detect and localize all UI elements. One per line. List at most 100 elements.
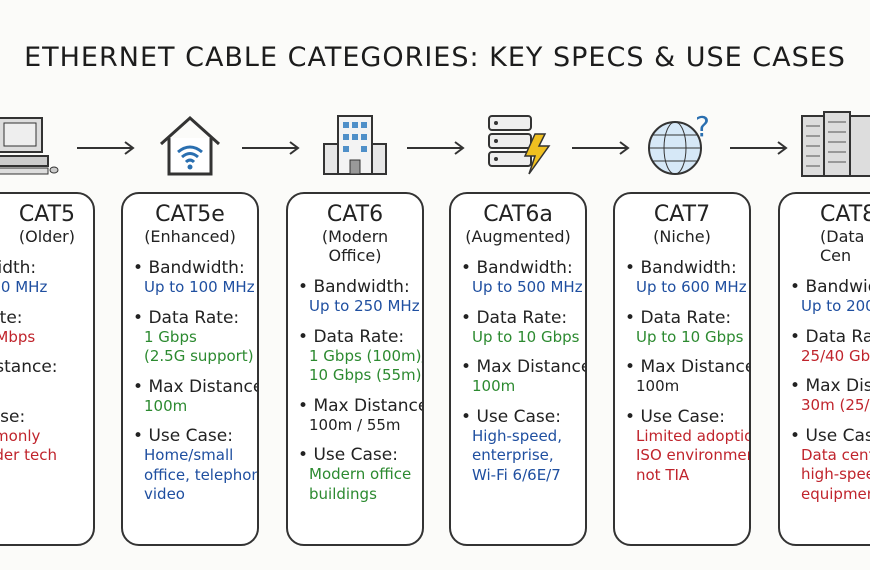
spec-item: x Distance:m (0, 357, 93, 397)
spec-value: 1 Gbps (100m)/ (309, 346, 424, 365)
spec-label: x Distance: (0, 357, 58, 377)
spec-item: Bandwidth:Up to 500 MHz (461, 258, 585, 298)
spec-value: 25/40 Gbp (801, 346, 870, 365)
spec-value: high-spee (801, 465, 870, 483)
spec-item: Bandwidth:Up to 100 MHz (133, 258, 257, 298)
spec-item: Bandwidth:Up to 600 MHz (625, 258, 749, 298)
spec-item: e Case:commonlyd, older tech (0, 407, 93, 466)
spec-value: Wi-Fi 6/6E/7 (472, 465, 561, 484)
card-cat6: CAT6(Modern Office)Bandwidth:Up to 250 M… (286, 192, 424, 546)
spec-item: Max Distance:100m (133, 377, 257, 417)
spec-label: Bandwidth: (298, 277, 422, 297)
spec-value: office, telephony, (144, 465, 257, 484)
spec-value: to 100 MHz (0, 278, 48, 296)
spec-label: Bandwidth: (461, 258, 585, 278)
spec-item: BandwidtUp to 200 (790, 277, 870, 317)
arrow-right-icon (242, 141, 300, 155)
spec-value: equipment (801, 484, 870, 503)
spec-value: ISO environments, (636, 446, 749, 464)
spec-item: Use Case:High-speed,enterprise,Wi-Fi 6/6… (461, 407, 585, 486)
card-title: CAT6a (483, 202, 553, 227)
spec-value: 100m (636, 377, 680, 395)
spec-value: Up to 100 MHz (144, 278, 255, 296)
spec-value: Up to 10 Gbps (636, 327, 744, 346)
card-subtitle: (Augmented) (465, 227, 571, 246)
card-subtitle: (Enhanced) (144, 227, 236, 246)
spec-value: 1 Gbps (144, 327, 197, 346)
page-title: ETHERNET CABLE CATEGORIES: KEY SPECS & U… (24, 42, 846, 73)
spec-value: 100m / 55m (309, 415, 401, 434)
spec-label: Bandwidt (790, 277, 870, 297)
card-title: CAT8 (820, 202, 870, 227)
spec-item: a Rate:100 Mbps (0, 308, 93, 348)
spec-label: Use Case (790, 426, 870, 446)
card-title: CAT5 (18, 202, 75, 227)
spec-label: Use Case: (133, 426, 257, 446)
card-subtitle: (Data Cen (820, 227, 865, 265)
desktop-computer-icon (0, 117, 59, 175)
spec-label: Data Rate: (133, 308, 257, 328)
spec-label: Data Rat (790, 327, 870, 347)
spec-label: ndwidth: (0, 258, 37, 278)
spec-label: Max Distance: (625, 357, 749, 377)
spec-value: Modern office (309, 465, 412, 483)
spec-value: 10 Gbps (55m) (309, 366, 422, 384)
spec-value: 30m (25/ (801, 396, 870, 414)
card-cat8: CAT8(Data CenBandwidtUp to 200Data Rat25… (778, 192, 870, 546)
spec-label: Data Rate: (625, 308, 749, 328)
spec-item: ndwidth:to 100 MHz (0, 258, 93, 298)
card-cat5e: CAT5e(Enhanced)Bandwidth:Up to 100 MHzDa… (121, 192, 259, 546)
spec-value: Limited adoption, (636, 426, 749, 445)
arrow-right-icon (730, 141, 788, 155)
card-title: CAT7 (653, 202, 711, 227)
spec-item: Data Rate:1 Gbps (100m)/10 Gbps (55m) (298, 327, 422, 386)
arrow-right-icon (572, 141, 630, 155)
spec-value: 100 Mbps (0, 327, 36, 346)
spec-value: 100m (472, 377, 516, 395)
home-wifi-icon (159, 115, 221, 176)
spec-value: High-speed, (472, 426, 562, 445)
spec-value: m (0, 377, 93, 397)
spec-item: Max Distance:100m (625, 357, 749, 397)
spec-item: Max Distance:100m / 55m (298, 396, 422, 436)
spec-value: 100m (144, 396, 188, 415)
arrow-right-icon (407, 141, 465, 155)
spec-value: buildings (309, 484, 377, 503)
spec-label: e Case: (0, 406, 26, 427)
spec-label: Max Distance: (298, 396, 422, 416)
spec-item: Use Case:Limited adoption,ISO environmen… (625, 407, 749, 486)
spec-label: Max Distance: (133, 377, 257, 397)
spec-value: Up to 600 MHz (636, 278, 747, 296)
spec-value: Up to 250 MHz (309, 297, 420, 315)
arrow-right-icon (77, 141, 135, 155)
spec-label: Bandwidth: (133, 258, 257, 278)
spec-label: Use Case: (625, 407, 749, 427)
server-lightning-icon (488, 115, 551, 175)
server-rack-icon (801, 111, 870, 177)
spec-label: Max Distance: (461, 357, 585, 377)
spec-item: Data Rate:Up to 10 Gbps (625, 308, 749, 348)
spec-item: Data Rate:Up to 10 Gbps (461, 308, 585, 348)
card-subtitle: (Niche) (653, 227, 711, 246)
card-title: CAT6 (326, 202, 384, 227)
spec-value: Data cent (801, 445, 870, 464)
office-building-icon (323, 115, 387, 175)
spec-item: Max Distance:100m (461, 357, 585, 397)
svg-text:?: ? (695, 110, 710, 143)
spec-value: commonly (0, 426, 41, 445)
spec-value: Up to 10 Gbps (472, 327, 580, 346)
card-cat5: CAT5(Older)ndwidth:to 100 MHza Rate:100 … (0, 192, 95, 546)
spec-value: (2.5G support) (144, 347, 254, 365)
spec-item: Data Rate:1 Gbps(2.5G support) (133, 308, 257, 367)
spec-label: Max Dist (790, 376, 870, 396)
spec-label: a Rate: (0, 307, 23, 328)
spec-value: Up to 500 MHz (472, 278, 583, 296)
spec-value: not TIA (636, 465, 690, 484)
spec-label: Data Rate: (461, 308, 585, 328)
globe-question-icon: ? (648, 110, 710, 175)
spec-item: Bandwidth:Up to 250 MHz (298, 277, 422, 317)
spec-label: Use Case: (298, 445, 422, 465)
